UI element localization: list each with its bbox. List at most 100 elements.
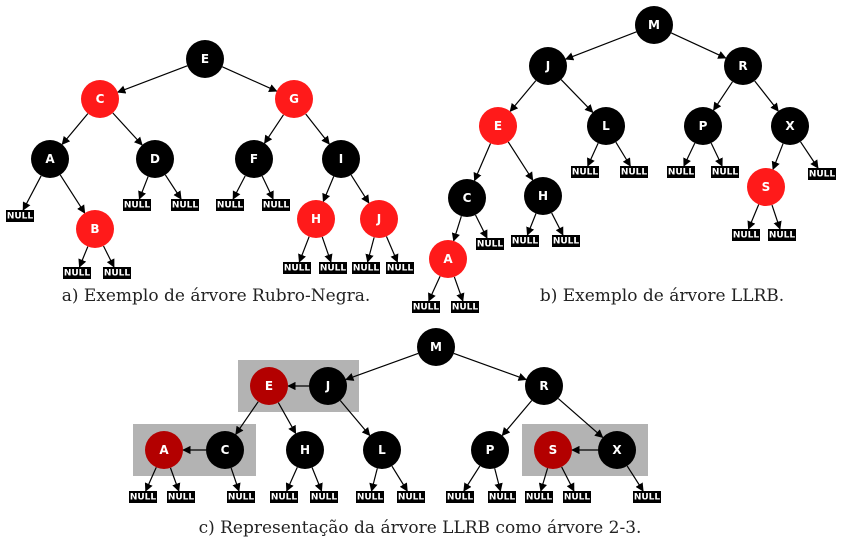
edge-f-n7 bbox=[261, 175, 274, 200]
edge-p-n9 bbox=[710, 142, 723, 167]
node-label: R bbox=[738, 59, 747, 73]
node-label: B bbox=[90, 222, 99, 236]
node-label: E bbox=[265, 379, 273, 393]
node-label: H bbox=[538, 189, 548, 203]
node-label: J bbox=[376, 212, 381, 226]
node-label: M bbox=[648, 18, 660, 32]
null-leaf: NULL bbox=[633, 491, 661, 503]
edge-e-c bbox=[473, 143, 492, 182]
tree-node-r: R bbox=[724, 47, 762, 85]
tree-node-e: E bbox=[250, 367, 288, 405]
null-label: NULL bbox=[733, 231, 760, 241]
edge-g-f bbox=[264, 114, 284, 144]
tree-node-h: H bbox=[524, 177, 562, 215]
edge-c-n3 bbox=[230, 467, 241, 492]
tree-node-s: S bbox=[534, 431, 572, 469]
null-label: NULL bbox=[284, 264, 311, 274]
null-leaf: NULL bbox=[412, 301, 440, 313]
edge-d-n4 bbox=[138, 176, 149, 200]
edge-m-j bbox=[564, 31, 637, 61]
edge-j-n11 bbox=[385, 236, 399, 263]
tree-node-i: I bbox=[322, 140, 360, 178]
tree-node-c: C bbox=[206, 431, 244, 469]
null-leaf: NULL bbox=[283, 262, 311, 274]
edge-b-n2 bbox=[78, 246, 89, 268]
null-label: NULL bbox=[621, 168, 648, 178]
edge-j-e bbox=[509, 80, 537, 113]
null-leaf: NULL bbox=[227, 491, 255, 503]
edge-r-p bbox=[501, 400, 533, 437]
edge-r-x bbox=[754, 80, 779, 112]
null-leaf: NULL bbox=[488, 491, 516, 503]
node-label: R bbox=[539, 379, 548, 393]
null-label: NULL bbox=[271, 493, 298, 503]
null-label: NULL bbox=[553, 237, 580, 247]
tree-node-l: L bbox=[363, 431, 401, 469]
edge-l-n7 bbox=[615, 141, 631, 167]
null-label: NULL bbox=[168, 493, 195, 503]
tree-node-r: R bbox=[525, 367, 563, 405]
edge-c-d bbox=[112, 112, 143, 146]
edge-a-b bbox=[59, 174, 86, 214]
null-leaf: NULL bbox=[446, 491, 474, 503]
tree-node-g: G bbox=[275, 80, 313, 118]
null-leaf: NULL bbox=[123, 199, 151, 211]
null-leaf: NULL bbox=[310, 491, 338, 503]
node-label: I bbox=[339, 152, 343, 166]
null-label: NULL bbox=[124, 201, 151, 211]
edge-a-n2 bbox=[169, 467, 181, 492]
tree-node-h: H bbox=[286, 431, 324, 469]
edge-m-r bbox=[671, 32, 727, 59]
null-label: NULL bbox=[526, 493, 553, 503]
null-label: NULL bbox=[357, 493, 384, 503]
null-label: NULL bbox=[452, 303, 479, 313]
edge-e-c bbox=[235, 401, 259, 436]
edge-e-g bbox=[222, 66, 278, 92]
null-leaf: NULL bbox=[563, 491, 591, 503]
edge-h-n5 bbox=[311, 467, 323, 492]
edge-x-n10 bbox=[800, 141, 819, 169]
caption-a: a) Exemplo de árvore Rubro-Negra. bbox=[62, 286, 371, 306]
edge-e-h bbox=[277, 402, 297, 435]
edge-d-n5 bbox=[164, 174, 182, 200]
edge-r-p bbox=[713, 81, 733, 111]
edge-l-n6 bbox=[587, 143, 599, 167]
edge-c-a bbox=[61, 113, 89, 146]
null-leaf: NULL bbox=[397, 491, 425, 503]
null-label: NULL bbox=[477, 240, 504, 250]
tree-node-a: A bbox=[31, 140, 69, 178]
tree-node-j: J bbox=[360, 200, 398, 238]
edge-a-n3 bbox=[453, 276, 465, 302]
node-label: P bbox=[486, 443, 495, 457]
edge-i-h bbox=[322, 176, 335, 203]
node-label: G bbox=[289, 92, 299, 106]
node-label: A bbox=[159, 443, 169, 457]
tree-node-p: P bbox=[471, 431, 509, 469]
null-label: NULL bbox=[228, 493, 255, 503]
edge-h-n4 bbox=[526, 213, 537, 236]
null-label: NULL bbox=[634, 493, 661, 503]
null-leaf: NULL bbox=[216, 199, 244, 211]
edge-a-n2 bbox=[428, 276, 441, 302]
node-label: X bbox=[785, 119, 795, 133]
tree-node-a: A bbox=[145, 431, 183, 469]
node-label: S bbox=[762, 180, 771, 194]
tree-node-m: M bbox=[635, 6, 673, 44]
tree-node-j: J bbox=[309, 367, 347, 405]
null-leaf: NULL bbox=[386, 262, 414, 274]
null-label: NULL bbox=[668, 168, 695, 178]
null-leaf: NULL bbox=[476, 238, 504, 250]
edge-h-n9 bbox=[321, 236, 333, 263]
null-leaf: NULL bbox=[352, 262, 380, 274]
null-label: NULL bbox=[387, 264, 414, 274]
edge-e-c bbox=[116, 65, 188, 94]
node-label: L bbox=[378, 443, 386, 457]
edge-f-n6 bbox=[232, 175, 246, 200]
node-label: A bbox=[45, 152, 55, 166]
diagram-c-llrb-as-2-3-tree: NULL NULL NULL NULL NULL NULL NULL NULL NULL NULL… bbox=[129, 328, 661, 503]
edge-s-n10 bbox=[538, 468, 549, 492]
null-leaf: NULL bbox=[319, 262, 347, 274]
tree-node-j: J bbox=[529, 47, 567, 85]
null-label: NULL bbox=[263, 201, 290, 211]
